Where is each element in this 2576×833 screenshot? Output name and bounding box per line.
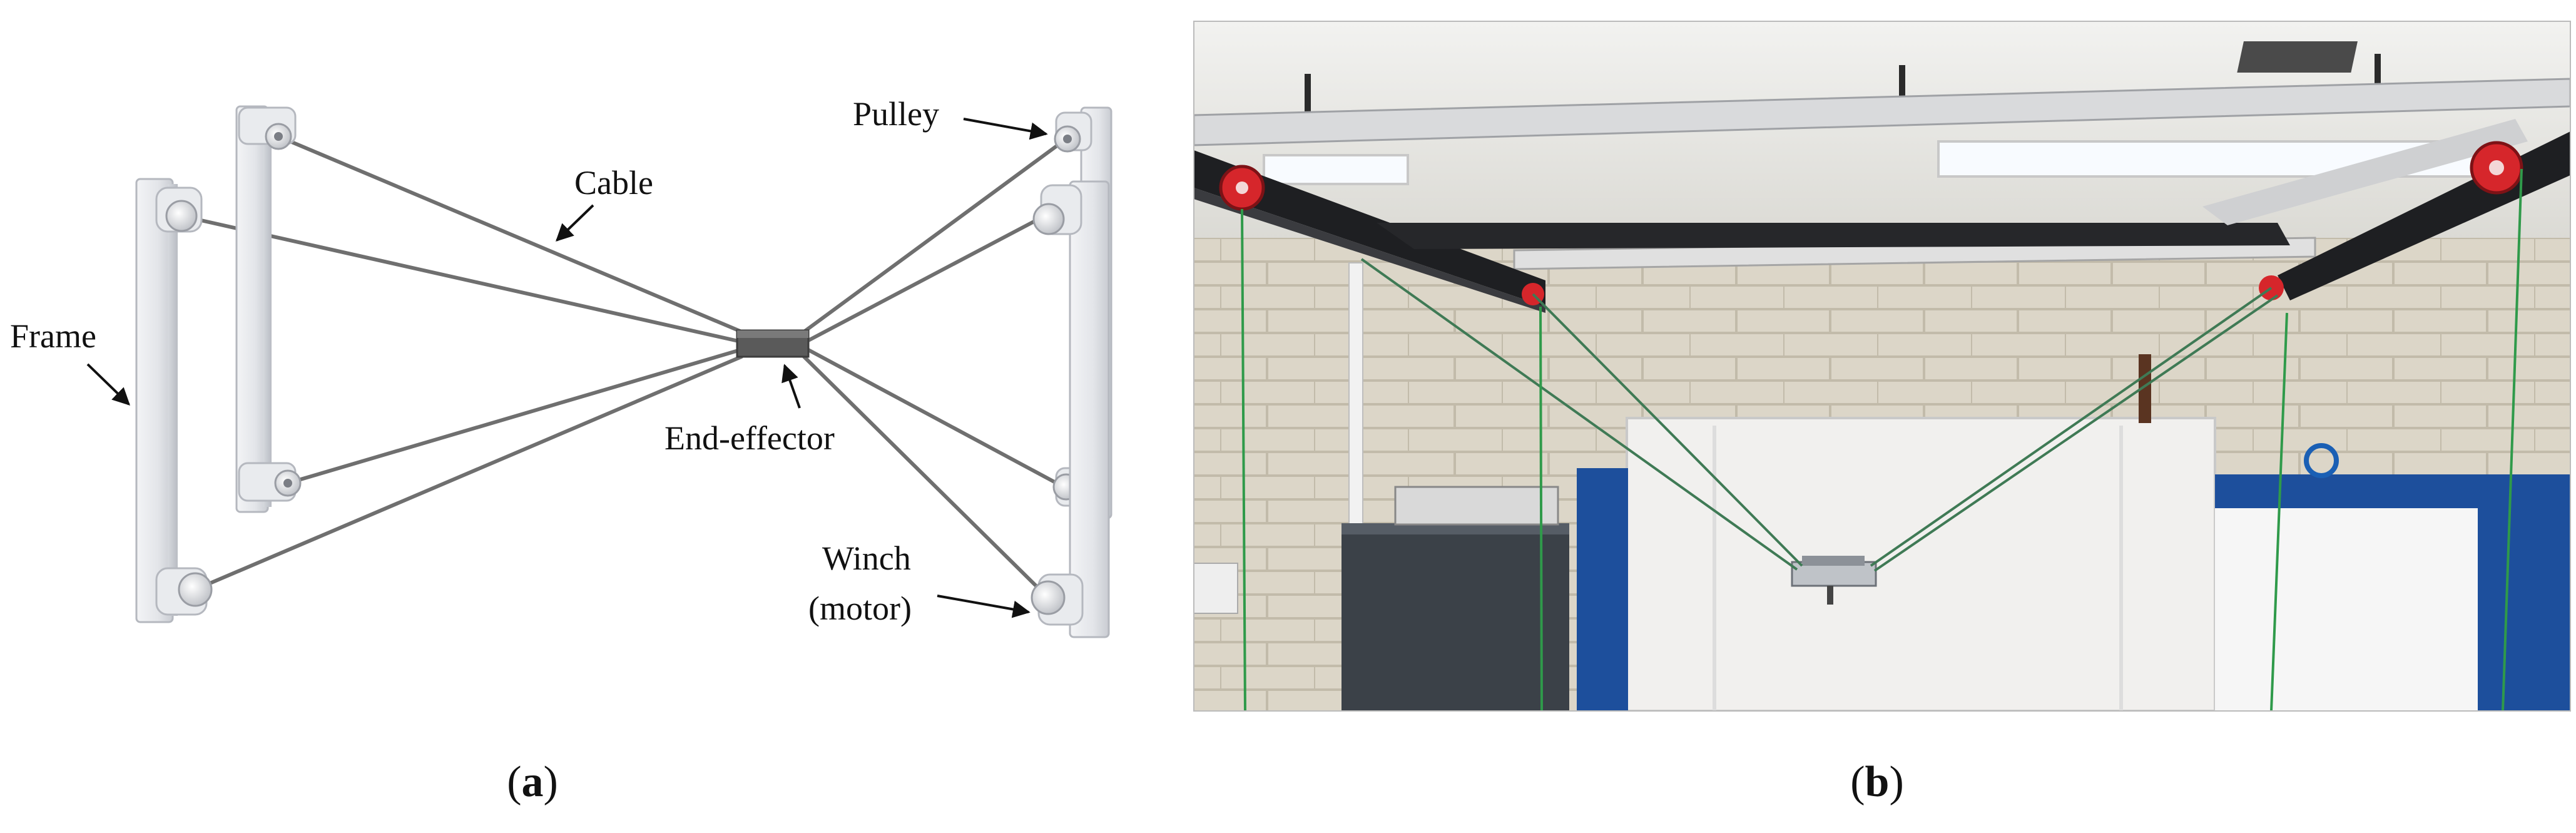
ceiling-vent (2237, 41, 2358, 73)
annotation-arrows (86, 118, 1048, 618)
arrow-winch (937, 595, 1031, 618)
caption-b: (b) (1850, 758, 1904, 806)
cable-7 (805, 347, 1066, 489)
arrow-pulley (963, 118, 1048, 140)
end-effector-block (736, 329, 810, 358)
arrow-cable (555, 204, 594, 242)
frame-right-front (1031, 180, 1110, 638)
cable-1 (277, 135, 743, 334)
cable-5 (802, 139, 1066, 334)
label-frame: Frame (10, 317, 96, 355)
photo-end-effector (1791, 556, 1877, 605)
label-winch-line1: Winch (822, 539, 911, 577)
cable-3 (286, 349, 740, 485)
white-board (1626, 417, 2216, 711)
label-pulley: Pulley (853, 95, 939, 133)
panel-b-photo: (b) (1193, 21, 2571, 806)
frame-left-front (135, 178, 213, 623)
pulley-icon (165, 200, 198, 232)
beam-left (1194, 150, 1545, 307)
pulley-icon (178, 572, 213, 607)
arrow-frame (86, 363, 131, 406)
label-winch-line2: (motor) (808, 590, 912, 627)
ceiling-rail (1194, 78, 2570, 146)
photo-cables (1241, 168, 2523, 711)
blue-frame-left (1577, 468, 1628, 711)
beam-middle (1377, 223, 2290, 249)
cable-8 (802, 355, 1050, 600)
panel-a-diagram: Pulley Cable Frame End-effector Winch (m… (10, 95, 1112, 806)
ceiling-light (1263, 154, 1409, 185)
cabinet (1341, 523, 1569, 711)
label-cable: Cable (574, 164, 653, 202)
label-end-effector: End-effector (664, 419, 835, 457)
cable-6 (805, 217, 1041, 343)
arrow-end-effector (781, 364, 801, 409)
cables (180, 135, 1066, 600)
pulley-icon (1032, 203, 1065, 235)
caption-a: (a) (507, 758, 558, 806)
frame-left-back (235, 105, 302, 513)
pulley-icon (1031, 580, 1066, 615)
cable-4 (193, 355, 743, 591)
cable-2 (180, 214, 740, 343)
